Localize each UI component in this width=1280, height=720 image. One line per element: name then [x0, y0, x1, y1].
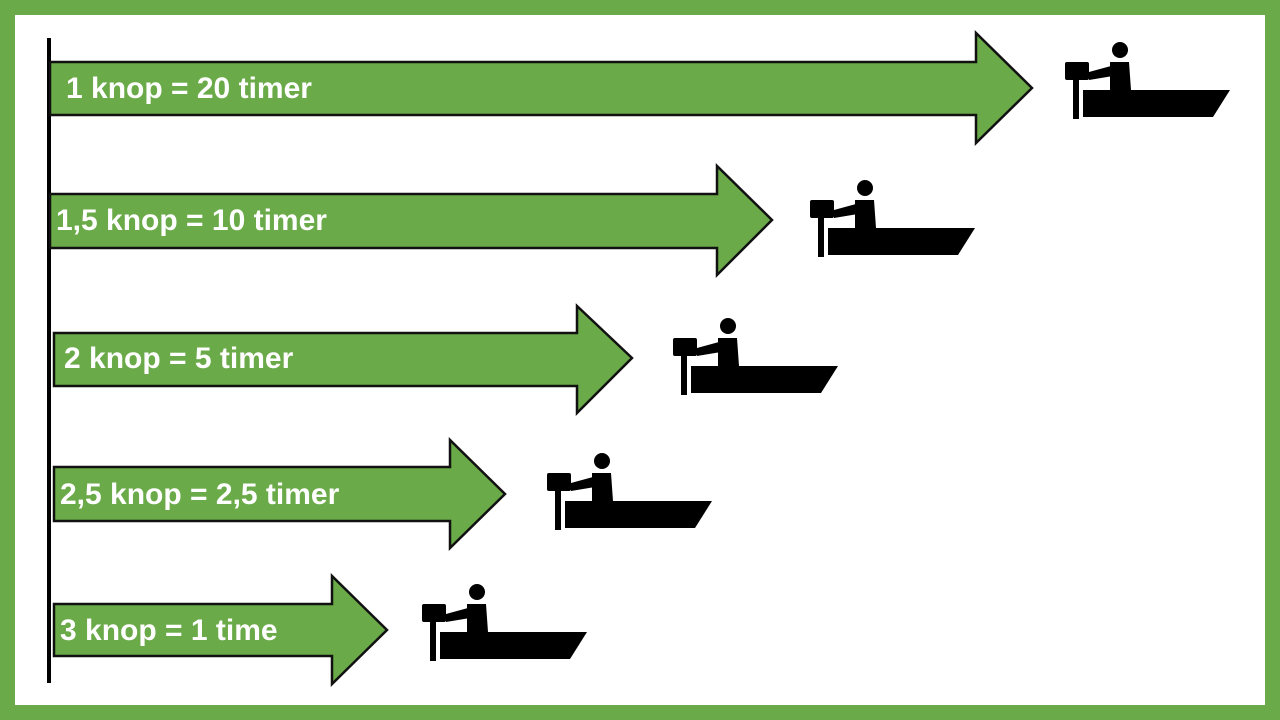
- arrow-row-2: 1,5 knop = 10 timer: [48, 163, 975, 279]
- arrow-shape: [52, 573, 389, 687]
- arrow-shape: [52, 303, 634, 417]
- arrow-row-5: 3 knop = 1 time: [52, 573, 587, 687]
- boat-icon: [1065, 42, 1230, 119]
- arrow-row-3: 2 knop = 5 timer: [52, 303, 838, 417]
- arrow-shape: [48, 30, 1034, 146]
- boat-icon: [673, 318, 838, 395]
- arrow-label: 1,5 knop = 10 timer: [56, 204, 327, 237]
- boat-icon: [422, 584, 587, 661]
- arrow-shape: [48, 163, 774, 279]
- arrow-label: 1 knop = 20 timer: [66, 72, 312, 105]
- arrow-rows: 1 knop = 20 timer 1,5 knop = 10 timer 2 …: [48, 30, 1230, 687]
- arrow-label: 2,5 knop = 2,5 timer: [60, 478, 340, 511]
- arrow-label: 3 knop = 1 time: [60, 614, 278, 647]
- arrow-label: 2 knop = 5 timer: [64, 342, 294, 375]
- arrow-shape: [52, 437, 507, 551]
- boat-icon: [810, 180, 975, 257]
- boat-icon: [547, 453, 712, 530]
- arrow-row-4: 2,5 knop = 2,5 timer: [52, 437, 712, 551]
- arrow-row-1: 1 knop = 20 timer: [48, 30, 1230, 146]
